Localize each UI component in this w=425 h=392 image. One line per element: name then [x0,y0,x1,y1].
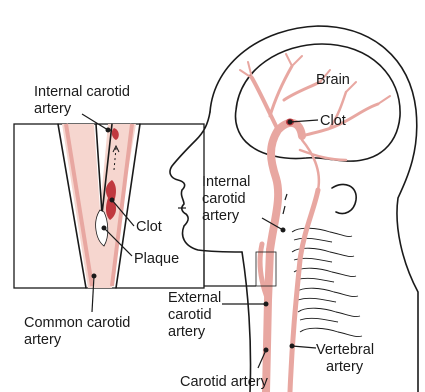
label-carotid-artery: Carotid artery [180,374,269,390]
label-internal-carotid-main-line1: Internal [202,174,250,190]
leader-vertebral [292,346,316,348]
label-clot-brain: Clot [320,113,346,129]
label-external-carotid-line2: carotid [168,307,212,323]
leader-dot [264,302,269,307]
label-external-carotid-line1: External [168,290,221,306]
leader-dot [290,344,295,349]
leader-dot [102,226,107,231]
label-common-carotid-line2: artery [24,332,62,348]
leader-dot [106,128,111,133]
label-vertebral-line2: artery [326,359,364,375]
leader-dot [264,348,269,353]
label-internal-carotid-inset-line2: artery [34,101,72,117]
leader-dot [110,198,115,203]
carotid-flow-marks [283,194,287,214]
label-plaque: Plaque [134,251,179,267]
label-external-carotid-line3: artery [168,324,206,340]
leader-dot [92,274,97,279]
common-carotid-trunk [266,250,270,392]
brain-branch-7 [302,140,319,190]
vertebra-5 [298,308,360,322]
vertebra-6 [300,328,362,336]
brain-outline [235,44,400,161]
internal-carotid-vessel [270,123,302,250]
label-internal-carotid-main-line2: carotid [202,191,246,207]
label-clot-inset: Clot [136,219,162,235]
brain-branch-3 [284,82,320,100]
ear [332,184,356,213]
vertebra-4 [296,288,358,302]
label-internal-carotid-main-line3: artery [202,208,240,224]
vertebra-3 [294,268,356,282]
label-internal-carotid-inset-line1: Internal carotid [34,84,130,100]
label-common-carotid-line1: Common carotid [24,315,130,331]
vertebral-artery-vessel [290,190,318,392]
neck-front [242,252,251,392]
leader-dot [288,120,293,125]
brain-branch-2 [270,66,292,116]
leader-dot [281,228,286,233]
label-brain: Brain [316,72,350,88]
label-vertebral-line1: Vertebral [316,342,374,358]
inset-connector [204,254,256,286]
vertebra-1 [292,228,352,242]
